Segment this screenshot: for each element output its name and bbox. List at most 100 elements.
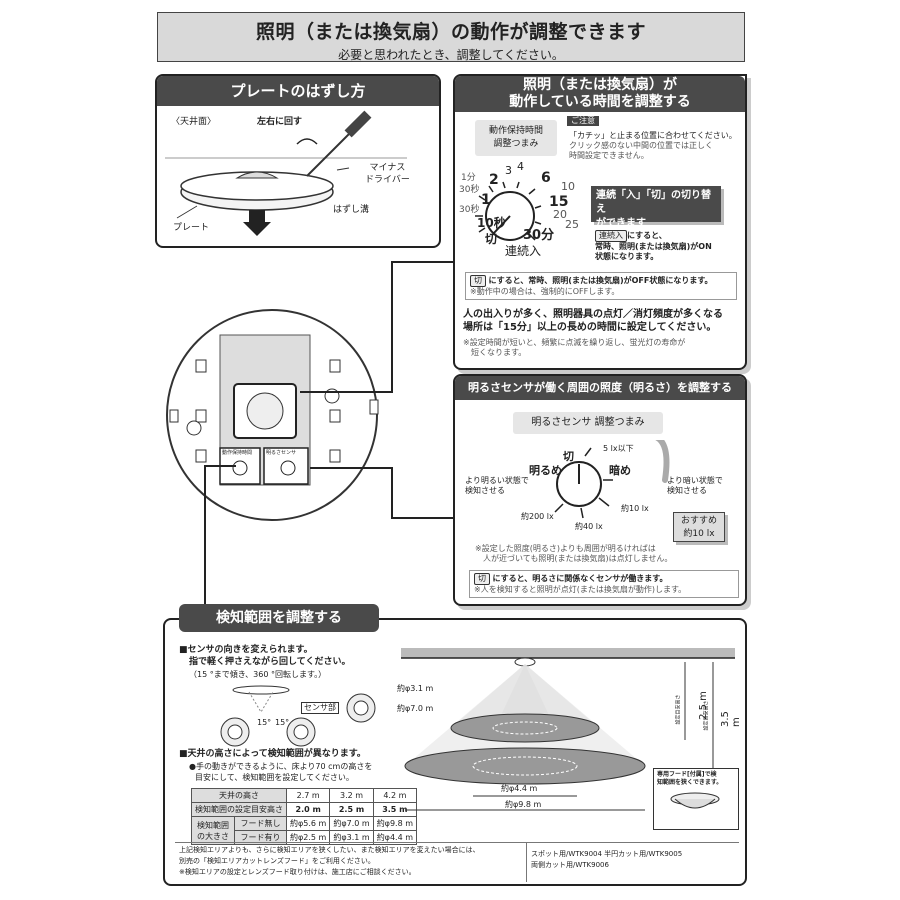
- advice-line-2: 場所は「15分」以上の長めの時間に設定してください。: [463, 322, 717, 333]
- driver-label: マイナス ドライバー: [365, 163, 410, 185]
- table-cell: フード有り: [234, 830, 287, 845]
- dial-label-10s: 10秒: [477, 216, 506, 230]
- table-cell: 約φ4.4 m: [372, 830, 418, 845]
- dial-label-continuous: 連続入: [505, 244, 542, 258]
- plate-illustration: [165, 110, 407, 236]
- continuous-text-3: 状態になります。: [595, 252, 659, 261]
- ceiling-label: 〈天井面〉: [171, 117, 217, 127]
- switch-title-1: 連続「入」「切」の切り替え: [596, 190, 711, 215]
- timer-knob-box-line2: 調整つまみ: [493, 139, 539, 149]
- timer-panel: 照明（または換気扇）が 動作している時間を調整する 動作保持時間 調整つまみ ご…: [453, 74, 747, 370]
- footer-left-1: 上記検知エリアよりも、さらに検知エリアを狭くしたい、また検知エリアを変えたい場合…: [179, 846, 480, 854]
- timer-off-subnote: ※動作中の場合は、強制的にOFFします。: [470, 287, 620, 296]
- height-35-sub: 設定目安高さ: [703, 700, 710, 731]
- caution-text-1: 「カチッ」と止まる位置に合わせてください。: [569, 131, 737, 140]
- range-table: 天井の高さ 2.7 m 3.2 m 4.2 m 検知範囲の設定目安高さ 2.0 …: [190, 788, 418, 845]
- diameter-44: 約φ4.4 m: [501, 784, 538, 793]
- bright-off-label: 切: [563, 450, 574, 463]
- bright-right-arrow-text: より暗い状態で 検知させる: [667, 476, 723, 496]
- diameter-98: 約φ9.8 m: [505, 800, 542, 809]
- table-row: 検知範囲の設定目安高さ 2.0 m 2.5 m 3.5 m: [191, 802, 418, 817]
- bright-dark-label: 暗め: [609, 464, 631, 477]
- continuous-text-2: 常時、照明(または換気扇)がON: [595, 242, 712, 251]
- device-knob1-label: 動作保持時間: [222, 450, 253, 456]
- page-header: 照明（または換気扇）の動作が調整できます 必要と思われたとき、調整してください。: [157, 12, 745, 62]
- table-cell: 3.2 m: [329, 788, 374, 803]
- table-cell: 約φ5.6 m: [285, 816, 331, 831]
- range-bullet2b: ●手の動きができるように、床より70 cmの高さを: [189, 762, 373, 771]
- bright-knob-box: 明るさセンサ 調整つまみ: [513, 412, 663, 434]
- range-bullet2c: 目安にして、検知範囲を設定してください。: [195, 773, 354, 782]
- timer-advice-note: ※設定時間が短いと、頻繁に点滅を繰り返し、蛍光灯の寿命が 短くなります。: [463, 338, 743, 358]
- sensor-tilt-illustration: [220, 685, 376, 747]
- dial-label-15: 15: [549, 194, 569, 210]
- table-cell: 検知範囲の設定目安高さ: [191, 802, 287, 817]
- bright-left-text-1: より明るい状態で: [465, 476, 529, 485]
- bright-left-text-2: 検知させる: [465, 486, 505, 495]
- continuous-note: 連続入にすると、 常時、照明(または換気扇)がON 状態になります。: [595, 230, 725, 262]
- sensor-tag: センサ部: [301, 702, 339, 714]
- switch-title-2: ができます: [596, 218, 646, 229]
- range-footer-left: 上記検知エリアよりも、さらに検知エリアを狭くしたい、また検知エリアを変えたい場合…: [175, 842, 527, 882]
- table-cell: 2.0 m: [285, 802, 331, 817]
- bright-lx200: 約200 lx: [521, 512, 554, 521]
- table-cell: 検知範囲 の大きさ: [190, 816, 236, 845]
- hood-title-1: 専用フード[付属]で検: [657, 771, 717, 778]
- page-subtitle: 必要と思われたとき、調整してください。: [338, 48, 564, 62]
- bright-lx40: 約40 lx: [575, 522, 603, 531]
- bright-off-subnote: ※人を検知すると照明が点灯(または換気扇が動作)します。: [474, 585, 687, 594]
- switch-box: 連続「入」「切」の切り替え ができます: [591, 186, 721, 229]
- dial-label-25: 25: [565, 218, 579, 231]
- dial-label-off: 切: [485, 232, 498, 246]
- caution-text-3: 時間設定できません。: [569, 151, 649, 160]
- table-cell: 2.5 m: [329, 802, 374, 817]
- bright-right-text-2: 検知させる: [667, 486, 707, 495]
- angle-left: 15°: [257, 718, 272, 727]
- range-footer-right: スポット用/WTK9004 半円カット用/WTK9005 両側カット用/WTK9…: [527, 842, 739, 882]
- footer-right-2: 両側カット用/WTK9006: [531, 861, 609, 869]
- table-row: 天井の高さ 2.7 m 3.2 m 4.2 m: [191, 788, 418, 803]
- bright-panel: 明るさセンサが働く周囲の照度（明るさ）を調整する 明るさセンサ 調整つまみ 切 …: [453, 374, 747, 606]
- caution-text-2: クリック感のない中間の位置では正しく: [569, 141, 713, 150]
- dial-label-4: 4: [517, 160, 524, 173]
- footer-right-1: スポット用/WTK9004 半円カット用/WTK9005: [531, 850, 683, 858]
- bright-bright-label: 明るめ: [529, 464, 562, 477]
- table-cell: 2.7 m: [285, 788, 331, 803]
- advice-line-1: 人の出入りが多く、照明器具の点灯／消灯頻度が多くなる: [463, 309, 723, 320]
- table-cell: 約φ2.5 m: [285, 830, 331, 845]
- bright-note: ※設定した照度(明るさ)よりも周囲が明るければは 人が近づいても照明(または換気…: [475, 544, 745, 564]
- timer-knob-box-line1: 動作保持時間: [488, 126, 543, 136]
- bright-dial: [554, 440, 670, 519]
- dial-label-2: 2: [489, 172, 499, 188]
- dial-label-3: 3: [505, 164, 512, 177]
- bright-lx10: 約10 lx: [621, 504, 649, 513]
- bright-off-text: にすると、明るさに関係なくセンサが働きます。: [492, 574, 668, 583]
- table-cell: 天井の高さ: [191, 788, 287, 803]
- hood-title-2: 知範囲を狭くできます。: [657, 779, 723, 786]
- bright-lx5: 5 lx以下: [603, 444, 634, 453]
- timer-dial: [475, 181, 542, 241]
- device-illustration: [166, 309, 379, 521]
- height-25-sub: 設定目安高さ: [675, 694, 682, 725]
- table-row: 検知範囲 の大きさ フード無し 約φ5.6 m 約φ7.0 m 約φ9.8 m: [190, 816, 418, 845]
- plate-label: プレート: [173, 223, 210, 233]
- advice-note-1: ※設定時間が短いと、頻繁に点滅を繰り返し、蛍光灯の寿命が: [463, 338, 686, 347]
- bright-note-2: 人が近づいても照明(または換気扇)は点灯しません。: [483, 554, 673, 563]
- timer-advice: 人の出入りが多く、照明器具の点灯／消灯頻度が多くなる 場所は「15分」以上の長め…: [463, 308, 743, 334]
- range-bullet1b: 指で軽く押さえながら回してください。: [189, 657, 351, 667]
- timer-off-note: 切 にすると、常時、照明(または換気扇)がOFF状態になります。 ※動作中の場合…: [465, 272, 737, 300]
- page-title: 照明（または換気扇）の動作が調整できます: [255, 21, 646, 43]
- slot-label: はずし溝: [333, 205, 370, 215]
- device-knob2-label: 明るさセンサ: [266, 450, 297, 456]
- dial-label-30s-a: 30秒: [459, 185, 480, 195]
- dial-label-30min: 30分: [523, 228, 555, 243]
- dial-label-1: 1: [481, 192, 491, 208]
- bright-right-text-1: より暗い状態で: [667, 476, 723, 485]
- dial-label-30s-b: 30秒: [459, 205, 480, 215]
- range-panel-title: 検知範囲を調整する: [179, 604, 379, 632]
- plate-panel: プレートのはずし方 〈天井面〉 左右に回す マイナス ドライバー はずし溝 プレ…: [155, 74, 441, 248]
- timer-panel-title: 照明（または換気扇）が 動作している時間を調整する: [455, 76, 745, 112]
- footer-left-2: 別売の「検知エリアカットレンズフード」をご利用ください。: [179, 857, 375, 865]
- advice-note-2: 短くなります。: [471, 348, 527, 357]
- dial-label-10: 10: [561, 180, 575, 193]
